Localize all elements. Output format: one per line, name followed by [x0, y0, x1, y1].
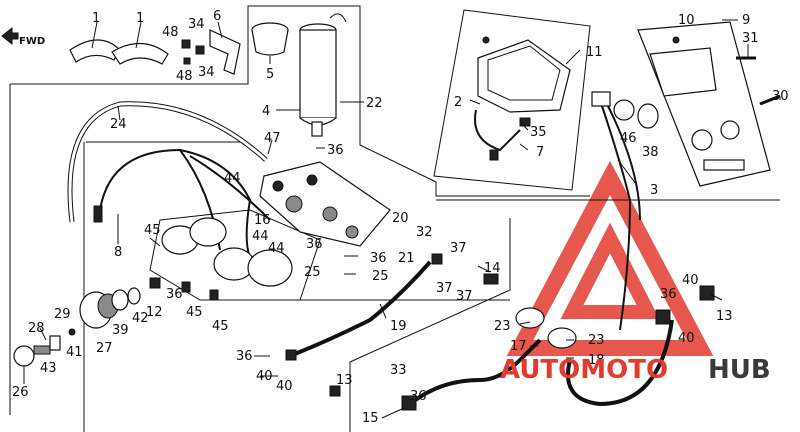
callout-33: 33 — [390, 363, 407, 378]
callout-46: 46 — [620, 131, 637, 146]
callout-18: 18 — [588, 353, 605, 368]
callout-40: 40 — [256, 369, 273, 384]
callout-17: 17 — [510, 339, 527, 354]
callout-38: 38 — [642, 145, 659, 160]
callout-41: 41 — [66, 345, 83, 360]
callout-40: 40 — [276, 379, 293, 394]
callout-36: 36 — [166, 287, 183, 302]
callout-39: 39 — [112, 323, 129, 338]
part-switch-27 — [79, 277, 219, 329]
callout-27: 27 — [96, 341, 113, 356]
callout-6: 6 — [213, 9, 221, 24]
part-hose-19 — [285, 253, 443, 361]
callout-34: 34 — [188, 17, 205, 32]
callout-37: 37 — [456, 289, 473, 304]
part-switch-3 — [591, 91, 659, 331]
callout-9: 9 — [742, 13, 750, 28]
part-coils — [149, 209, 321, 301]
callout-14: 14 — [484, 261, 501, 276]
assembly-outlines — [9, 5, 780, 432]
callout-35: 35 — [530, 125, 547, 140]
callout-34: 34 — [198, 65, 215, 80]
callout-36: 36 — [327, 143, 344, 158]
forward-arrow-icon: FWD — [1, 26, 45, 47]
part-cylinder-4 — [299, 13, 347, 137]
callout-20: 20 — [392, 211, 409, 226]
part-reservoir-cap-5 — [251, 22, 289, 56]
callout-45: 45 — [144, 223, 161, 238]
callout-48: 48 — [162, 25, 179, 40]
direction-label: FWD — [19, 36, 45, 47]
callout-36: 36 — [236, 349, 253, 364]
callout-1: 1 — [92, 11, 100, 26]
callout-44: 44 — [252, 229, 269, 244]
callout-45: 45 — [186, 305, 203, 320]
callout-22: 22 — [366, 96, 383, 111]
watermark-logo — [506, 160, 714, 356]
watermark-text: AUTOMOTO HUB — [500, 355, 771, 385]
callout-3: 3 — [650, 183, 658, 198]
part-bolts-48-34 — [181, 39, 205, 65]
callout-12: 12 — [146, 305, 163, 320]
callout-44: 44 — [224, 171, 241, 186]
callout-26: 26 — [12, 385, 29, 400]
callout-2: 2 — [454, 95, 462, 110]
callout-7: 7 — [536, 145, 544, 160]
callout-30: 30 — [772, 89, 789, 104]
part-strap-1 — [69, 39, 169, 65]
callout-23: 23 — [494, 319, 511, 334]
callout-36: 36 — [410, 389, 427, 404]
callout-36: 36 — [370, 251, 387, 266]
callout-8: 8 — [114, 245, 122, 260]
callout-labels: 1 1 48 34 6 48 34 5 4 22 36 47 24 10 9 1… — [12, 9, 789, 426]
callout-45: 45 — [212, 319, 229, 334]
callout-47: 47 — [264, 131, 281, 146]
part-hose-24 — [67, 101, 268, 223]
callout-13: 13 — [336, 373, 353, 388]
callout-37: 37 — [436, 281, 453, 296]
callout-25: 25 — [372, 269, 389, 284]
callout-43: 43 — [40, 361, 57, 376]
callout-36: 36 — [660, 287, 677, 302]
callout-19: 19 — [390, 319, 407, 334]
watermark-dark: HUB — [708, 355, 771, 385]
callout-32: 32 — [416, 225, 433, 240]
callout-40: 40 — [678, 331, 695, 346]
callout-15: 15 — [362, 411, 379, 426]
callout-48: 48 — [176, 69, 193, 84]
callout-23: 23 — [588, 333, 605, 348]
callout-29: 29 — [54, 307, 71, 322]
part-valve-body — [259, 161, 391, 247]
callout-24: 24 — [110, 117, 127, 132]
callout-40: 40 — [682, 273, 699, 288]
callout-21: 21 — [398, 251, 415, 266]
part-bracket-6 — [209, 29, 241, 75]
callout-44: 44 — [268, 241, 285, 256]
callout-42: 42 — [132, 311, 149, 326]
callout-28: 28 — [28, 321, 45, 336]
part-hose-15 — [401, 338, 542, 411]
callout-37: 37 — [450, 241, 467, 256]
callout-4: 4 — [262, 104, 270, 119]
part-panel-9-10 — [637, 21, 771, 187]
part-banjo-13 — [329, 273, 715, 397]
callout-11: 11 — [586, 45, 603, 60]
callout-25: 25 — [304, 265, 321, 280]
part-screw-30 — [759, 94, 781, 106]
callout-1: 1 — [136, 11, 144, 26]
callout-10: 10 — [678, 13, 695, 28]
callout-13: 13 — [716, 309, 733, 324]
leader-lines — [23, 19, 781, 419]
callout-16: 16 — [254, 213, 271, 228]
callout-31: 31 — [742, 31, 759, 46]
part-control-unit-11 — [474, 36, 571, 161]
callout-36: 36 — [306, 237, 323, 252]
watermark-red: AUTOMOTO — [500, 355, 668, 385]
callout-5: 5 — [266, 67, 274, 82]
